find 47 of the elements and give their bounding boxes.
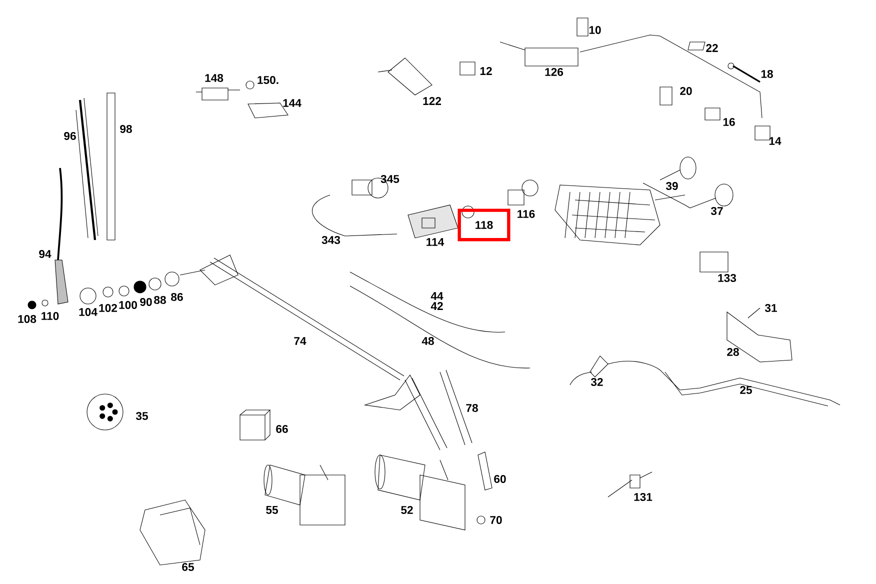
callout-number: 25 (740, 386, 752, 394)
callout-number: 48 (422, 337, 434, 345)
callout-number: 131 (634, 492, 652, 501)
callout-number: 42 (430, 302, 443, 310)
callout-number: 65 (182, 563, 194, 571)
callout-number: 150. (258, 76, 278, 84)
callout-number: 90 (140, 298, 152, 306)
callout-number: 10 (589, 26, 601, 34)
callout-number: 110 (42, 312, 59, 320)
callout-number: 18 (761, 70, 773, 78)
callout-number: 16 (723, 118, 735, 126)
callout-number: 114 (426, 238, 444, 246)
callout-number: 88 (154, 296, 166, 304)
callout-number: 44 (430, 292, 444, 300)
callout-number: 32 (590, 378, 603, 386)
callout-number: 37 (710, 206, 723, 215)
callout-number: 104 (79, 308, 98, 316)
callout-number: 94 (39, 250, 52, 258)
callout-number: 28 (727, 348, 739, 356)
callout-number: 148 (205, 74, 224, 82)
highlight-box: 118 (458, 208, 510, 242)
callout-number: 55 (266, 506, 278, 514)
callout-number: 100 (119, 301, 137, 309)
callout-number: 345 (380, 174, 400, 183)
callout-number: 20 (680, 87, 692, 95)
callout-number: 52 (401, 506, 413, 514)
callout-number: 66 (276, 425, 288, 433)
callout-number: 31 (764, 304, 777, 312)
callout-number: 98 (120, 125, 132, 133)
callout-number: 39 (666, 182, 678, 190)
callout-number: 133 (718, 274, 736, 282)
callout-number: 86 (171, 293, 183, 301)
callout-number: 12 (480, 67, 492, 75)
callout-number: 343 (322, 236, 340, 244)
callout-number: 35 (136, 412, 148, 420)
callout-number: 22 (706, 44, 718, 52)
callout-number: 102 (99, 304, 117, 312)
callout-number: 144 (283, 99, 302, 107)
callout-number: 14 (769, 137, 782, 145)
callout-number: 108 (18, 315, 36, 323)
callout-number: 96 (64, 132, 76, 140)
callout-number: 74 (294, 337, 306, 345)
callout-number: 126 (545, 68, 564, 76)
callout-number: 70 (490, 516, 502, 524)
callout-number: 60 (494, 475, 506, 483)
callout-number: 122 (423, 97, 441, 105)
callout-number: 78 (466, 404, 478, 412)
